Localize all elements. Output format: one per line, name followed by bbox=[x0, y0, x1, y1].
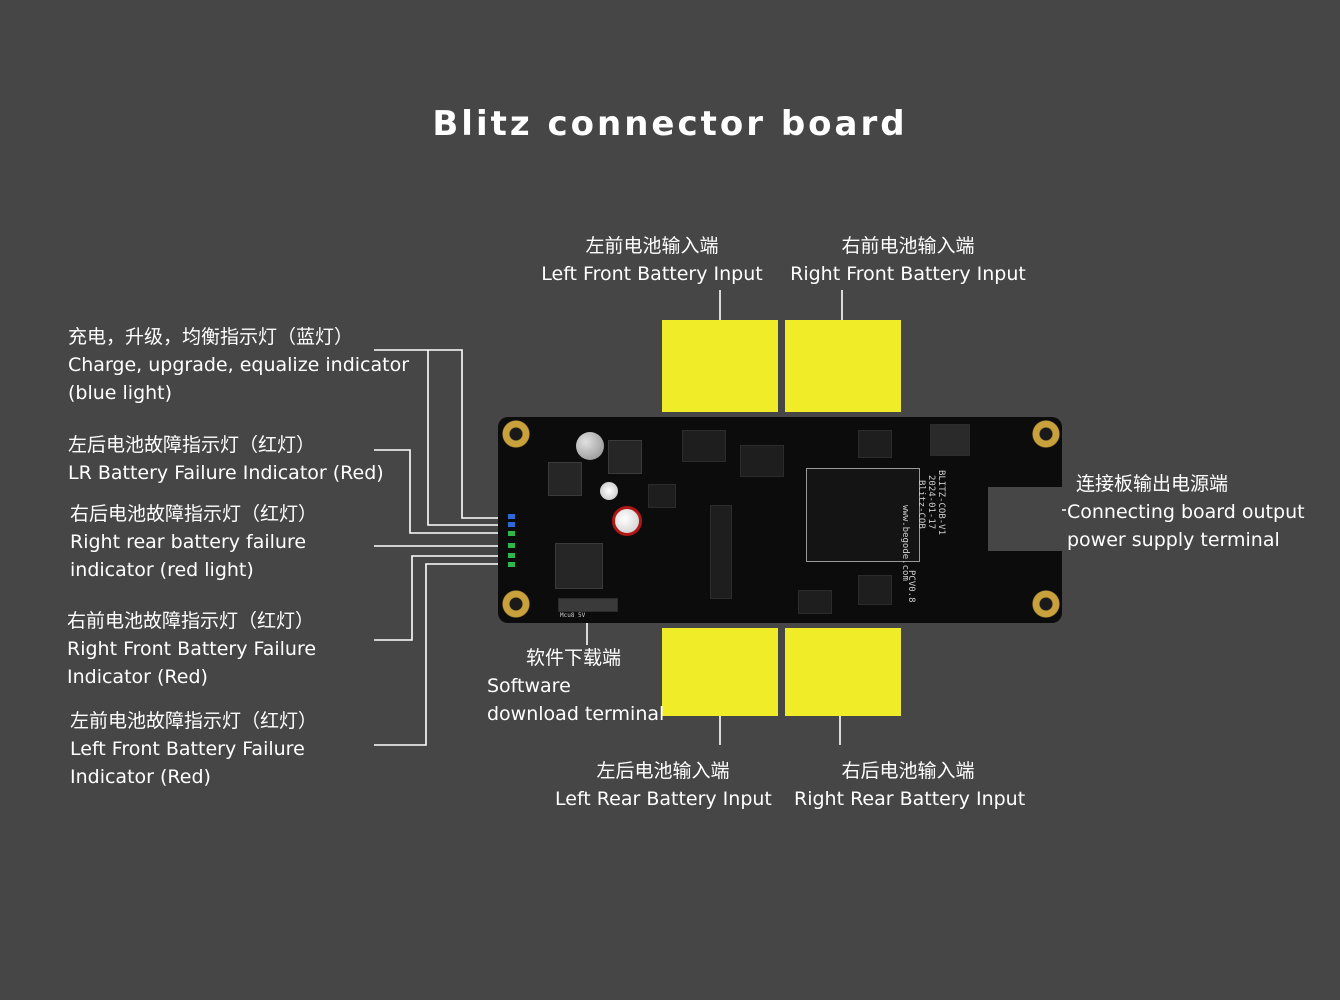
connector-left-rear bbox=[662, 628, 778, 716]
fuse-component bbox=[930, 424, 970, 456]
output-connector-block bbox=[806, 468, 920, 562]
label-rf-failure: 右前电池故障指示灯（红灯） Right Front Battery Failur… bbox=[67, 607, 316, 691]
label-charge-indicator: 充电，升级，均衡指示灯（蓝灯） Charge, upgrade, equaliz… bbox=[68, 323, 409, 407]
label-zh: 软件下载端 bbox=[526, 647, 622, 669]
label-en: Charge, upgrade, equalize indicator bbox=[68, 354, 410, 376]
silkscreen-pcb: PCV0.8 bbox=[906, 570, 916, 603]
ic-chip bbox=[710, 505, 732, 599]
programming-header bbox=[558, 598, 618, 612]
label-en: Right rear battery failure bbox=[70, 531, 307, 553]
label-en: indicator (red light) bbox=[70, 559, 254, 581]
ic-chip bbox=[858, 575, 892, 605]
silkscreen-date: 2024-01-17 bbox=[926, 475, 936, 530]
label-left-rear-input: 左后电池输入端 Left Rear Battery Input bbox=[555, 757, 772, 813]
label-left-front-input: 左前电池输入端 Left Front Battery Input bbox=[540, 232, 764, 288]
silkscreen-model: BLITZ-COB-V1 bbox=[936, 470, 946, 536]
label-zh: 连接板输出电源端 bbox=[1076, 473, 1229, 495]
label-en: Left Rear Battery Input bbox=[555, 788, 772, 810]
ic-chip bbox=[798, 590, 832, 614]
silkscreen-header: Mcu8 5V bbox=[560, 612, 586, 619]
label-en: Right Rear Battery Input bbox=[794, 788, 1026, 810]
mounting-hole-icon bbox=[502, 420, 530, 448]
label-lf-failure: 左前电池故障指示灯（红灯） Left Front Battery Failure… bbox=[70, 707, 317, 791]
label-zh: 充电，升级，均衡指示灯（蓝灯） bbox=[68, 326, 354, 348]
board-notch bbox=[988, 487, 1062, 551]
leader-line-lr bbox=[374, 449, 508, 534]
leader-line-lf bbox=[374, 563, 508, 746]
led-green-icon bbox=[508, 562, 515, 567]
label-zh: 左后电池故障指示灯（红灯） bbox=[68, 434, 316, 456]
label-zh: 右后电池输入端 bbox=[841, 760, 975, 782]
connector-right-rear bbox=[785, 628, 901, 716]
label-en: LR Battery Failure Indicator (Red) bbox=[68, 462, 384, 484]
capacitor-icon bbox=[612, 506, 642, 536]
label-zh: 左前电池故障指示灯（红灯） bbox=[70, 710, 318, 732]
mounting-hole-icon bbox=[1032, 420, 1060, 448]
capacitor-icon bbox=[600, 482, 618, 500]
label-en: power supply terminal bbox=[1067, 529, 1280, 551]
label-software-download: 软件下载端 Software download terminal bbox=[487, 644, 664, 728]
label-zh: 左后电池输入端 bbox=[596, 760, 730, 782]
label-en: Indicator (Red) bbox=[70, 766, 211, 788]
connector-left-front bbox=[662, 320, 778, 412]
label-right-rear-input: 右后电池输入端 Right Rear Battery Input bbox=[794, 757, 1026, 813]
ic-chip bbox=[858, 430, 892, 458]
ic-chip bbox=[648, 484, 676, 508]
led-green-icon bbox=[508, 531, 515, 536]
ic-chip bbox=[740, 445, 784, 477]
led-blue-icon bbox=[508, 514, 515, 519]
label-en: Software bbox=[487, 675, 571, 697]
inductor bbox=[548, 462, 582, 496]
label-zh: 右前电池故障指示灯（红灯） bbox=[67, 610, 315, 632]
label-en: Left Front Battery Failure bbox=[70, 738, 305, 760]
diagram-title: Blitz connector board bbox=[432, 104, 908, 144]
label-rr-failure: 右后电池故障指示灯（红灯） Right rear battery failure… bbox=[70, 500, 317, 584]
label-en: (blue light) bbox=[68, 382, 173, 404]
label-zh: 右后电池故障指示灯（红灯） bbox=[70, 503, 318, 525]
capacitor-icon bbox=[576, 432, 604, 460]
led-green-icon bbox=[508, 553, 515, 558]
label-en: Indicator (Red) bbox=[67, 666, 208, 688]
ic-chip bbox=[682, 430, 726, 462]
silkscreen-name: Blitz-COB bbox=[916, 480, 926, 529]
led-blue-icon bbox=[508, 522, 515, 527]
label-en: Right Front Battery Input bbox=[790, 263, 1026, 285]
label-right-front-input: 右前电池输入端 Right Front Battery Input bbox=[790, 232, 1026, 288]
mounting-hole-icon bbox=[1032, 590, 1060, 618]
mounting-hole-icon bbox=[502, 590, 530, 618]
leader-line-charge bbox=[374, 349, 508, 519]
led-green-icon bbox=[508, 543, 515, 548]
inductor bbox=[608, 440, 642, 474]
label-en: Connecting board output bbox=[1067, 501, 1305, 523]
connector-right-front bbox=[785, 320, 901, 412]
leader-line-rf bbox=[374, 555, 508, 641]
label-en: Left Front Battery Input bbox=[541, 263, 763, 285]
label-lr-failure: 左后电池故障指示灯（红灯） LR Battery Failure Indicat… bbox=[68, 431, 384, 487]
label-en: download terminal bbox=[487, 703, 665, 725]
label-output-terminal: 连接板输出电源端 Connecting board output power s… bbox=[1067, 470, 1305, 554]
mcu-chip bbox=[555, 543, 603, 589]
label-zh: 左前电池输入端 bbox=[585, 235, 719, 257]
label-en: Right Front Battery Failure bbox=[67, 638, 317, 660]
label-zh: 右前电池输入端 bbox=[841, 235, 975, 257]
